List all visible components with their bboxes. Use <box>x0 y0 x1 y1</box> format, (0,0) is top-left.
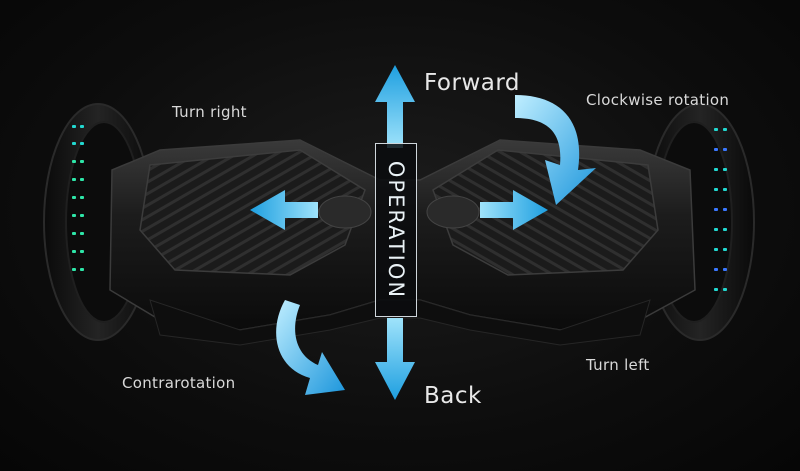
contrarotation-label: Contrarotation <box>122 374 236 392</box>
left-foot-pad <box>139 149 366 276</box>
led-light <box>714 168 718 171</box>
led-light <box>723 188 727 191</box>
led-light <box>72 196 76 199</box>
back-label: Back <box>424 383 482 409</box>
led-light <box>714 248 718 251</box>
led-light <box>72 125 76 128</box>
led-light <box>72 232 76 235</box>
led-light <box>80 268 84 271</box>
led-light <box>80 214 84 217</box>
turn-right-label: Turn right <box>172 103 247 121</box>
led-light <box>723 228 727 231</box>
operation-label: OPERATION <box>384 160 408 300</box>
contrarotation-arrow <box>276 300 345 395</box>
right-wheel-leds <box>714 128 727 291</box>
led-light <box>80 160 84 163</box>
led-light <box>723 128 727 131</box>
back-arrow <box>375 318 415 400</box>
led-light <box>723 248 727 251</box>
led-light <box>72 178 76 181</box>
led-light <box>80 250 84 253</box>
clockwise-rotation-arrow <box>515 95 596 205</box>
forward-arrow <box>375 65 415 148</box>
led-light <box>714 188 718 191</box>
led-light <box>80 232 84 235</box>
forward-label: Forward <box>424 70 520 96</box>
led-light <box>714 268 718 271</box>
left-side-arrow <box>250 190 318 230</box>
led-light <box>723 288 727 291</box>
led-light <box>723 208 727 211</box>
led-light <box>723 268 727 271</box>
led-light <box>714 208 718 211</box>
led-light <box>72 160 76 163</box>
led-light <box>80 125 84 128</box>
led-light <box>723 168 727 171</box>
led-light <box>714 228 718 231</box>
clockwise-rotation-label: Clockwise rotation <box>586 91 730 109</box>
right-foot-pad <box>432 149 659 276</box>
led-light <box>80 178 84 181</box>
left-wheel-leds <box>72 125 84 271</box>
led-light <box>714 148 718 151</box>
operation-label-box: OPERATION <box>375 143 417 317</box>
led-light <box>714 288 718 291</box>
led-light <box>80 196 84 199</box>
turn-left-label: Turn left <box>586 356 650 374</box>
led-light <box>714 128 718 131</box>
led-light <box>72 268 76 271</box>
led-light <box>723 148 727 151</box>
center-hub <box>318 195 480 229</box>
led-light <box>72 214 76 217</box>
led-light <box>72 250 76 253</box>
led-light <box>80 142 84 145</box>
led-light <box>72 142 76 145</box>
right-side-arrow <box>480 190 548 230</box>
